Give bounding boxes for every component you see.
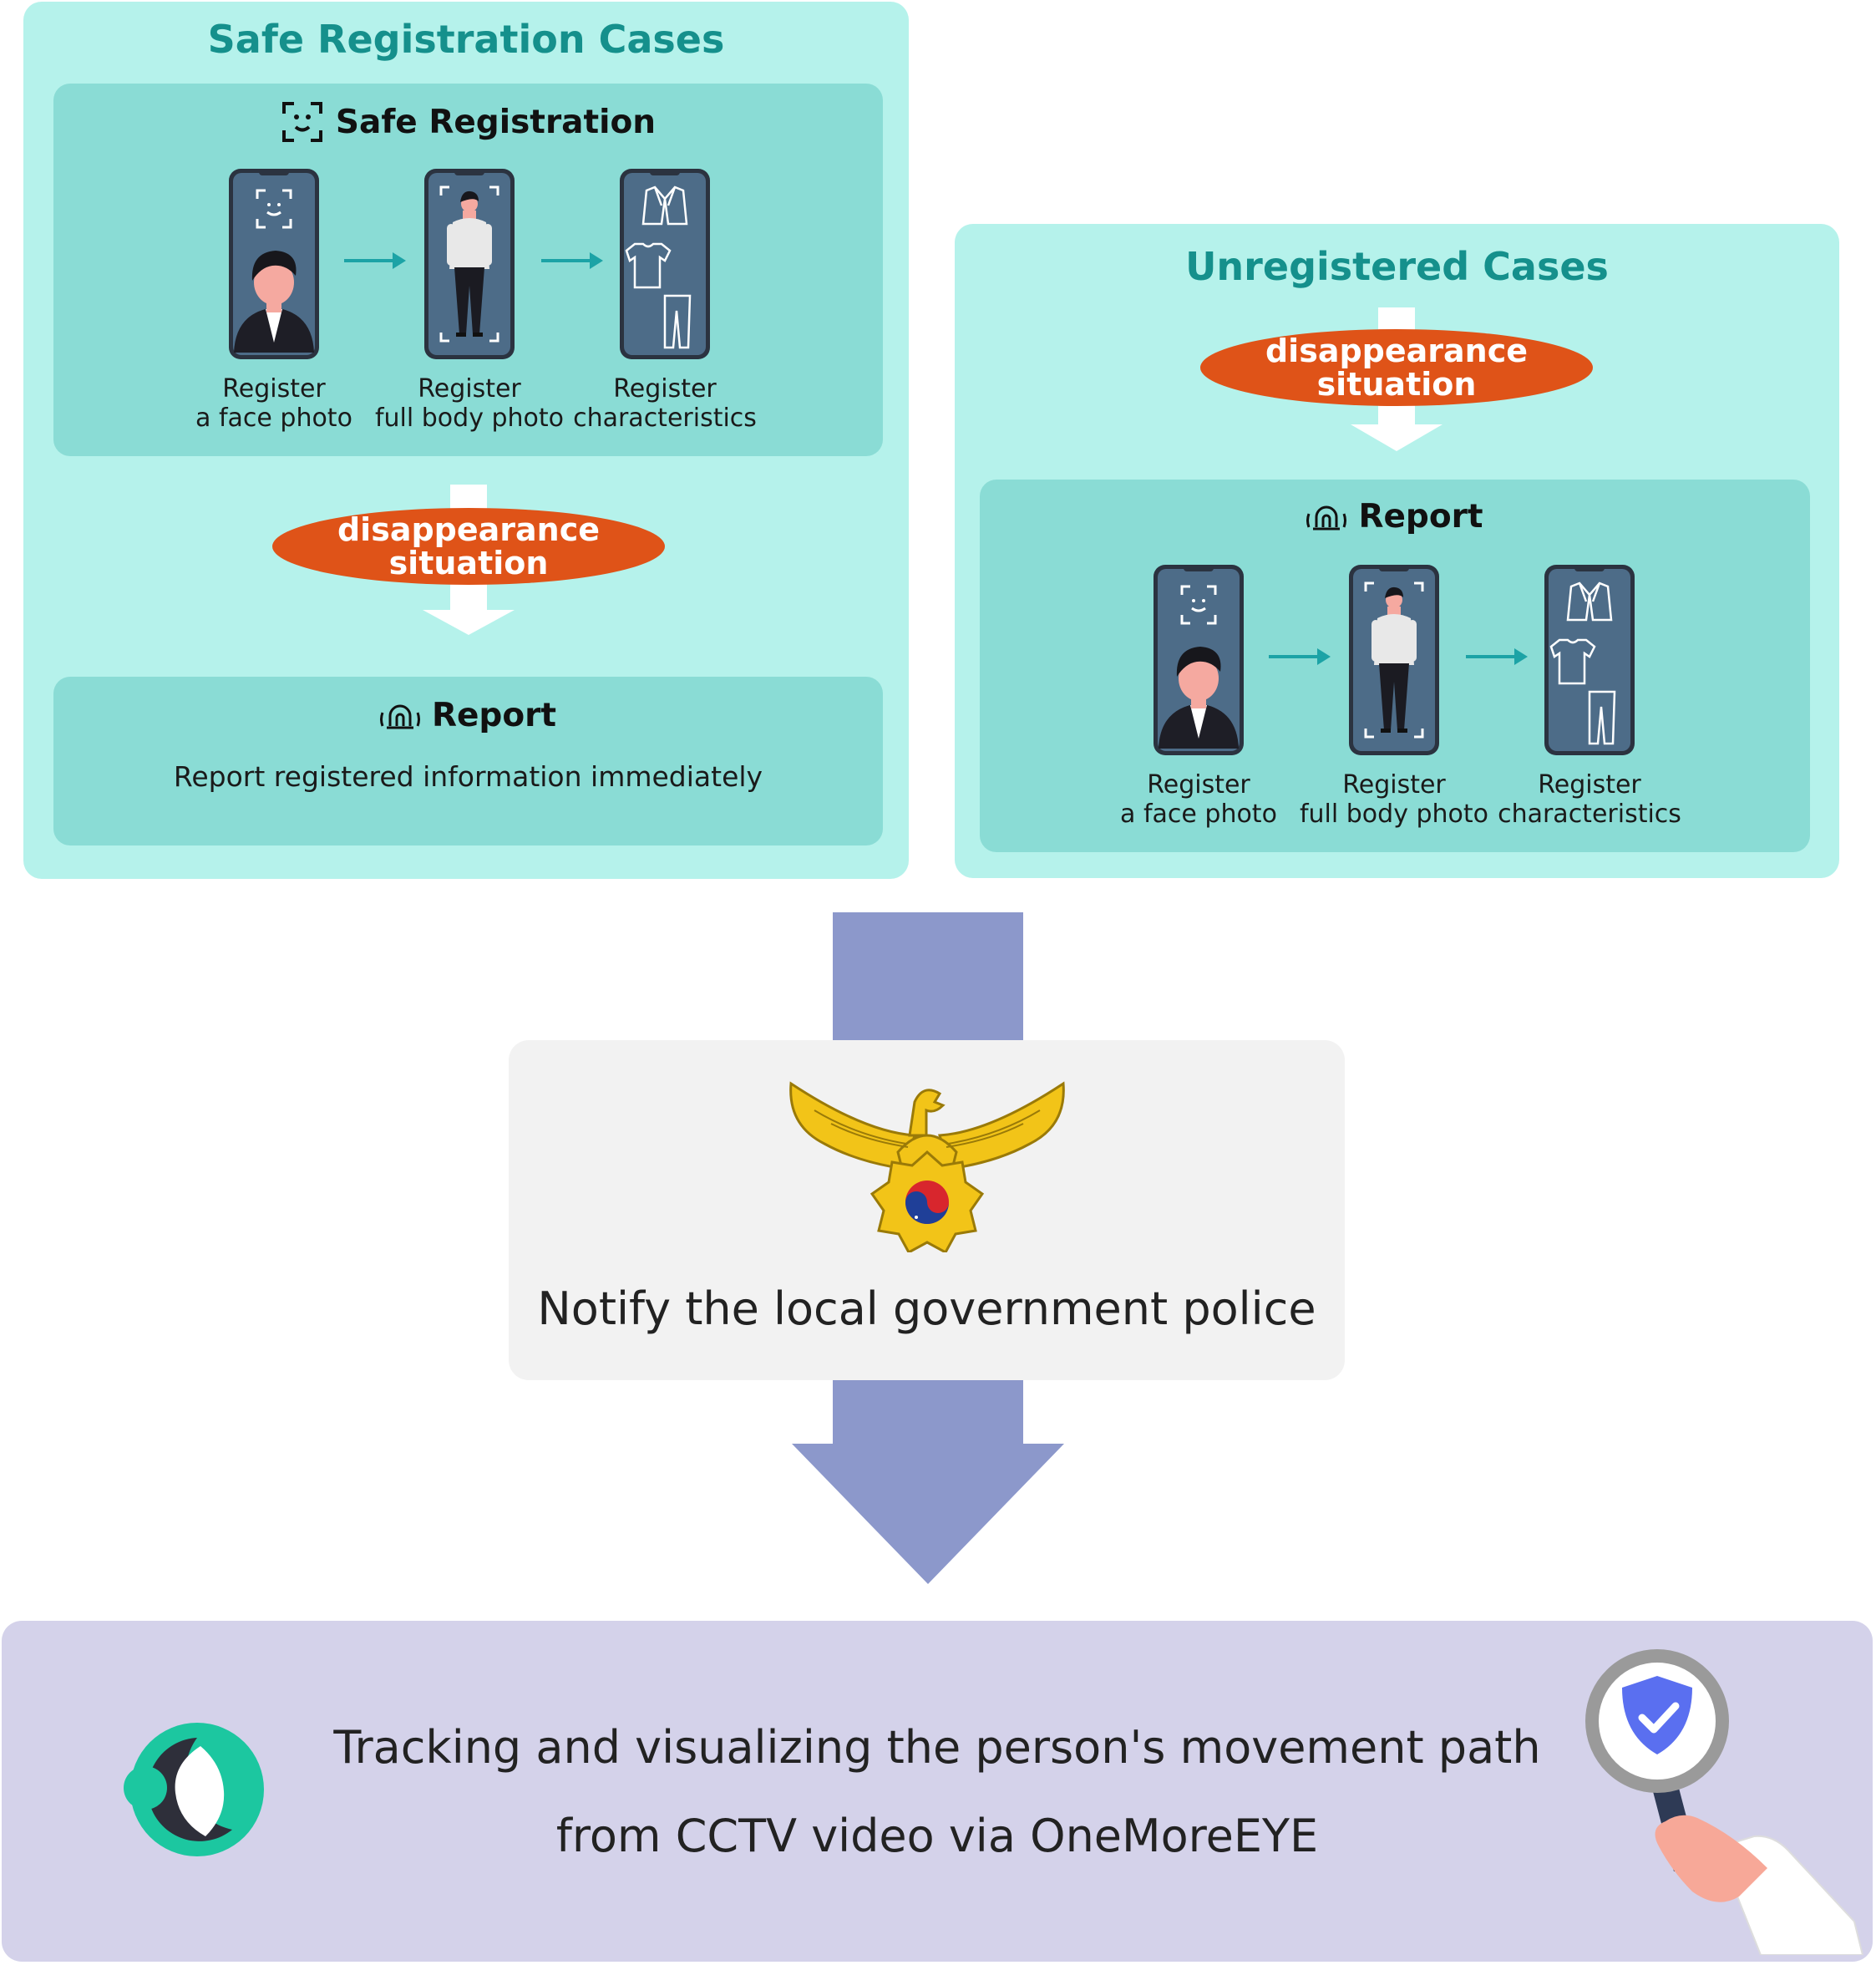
tracking-box: Tracking and visualizing the person's mo…	[2, 1621, 1873, 1962]
safe-registration-title: Safe Registration Cases	[207, 17, 725, 62]
step-label-characteristics: Register characteristics	[1498, 770, 1681, 829]
safe-registration-box: Safe Registration Register a face photo …	[53, 84, 883, 456]
step-label-body: Register full body photo	[374, 374, 565, 433]
safe-report-heading: Report	[53, 697, 883, 734]
disappearance-situation-pill: disappearance situation	[272, 508, 665, 585]
police-notify-text: Notify the local government police	[537, 1282, 1316, 1335]
flow-arrow-icon	[541, 252, 603, 269]
flow-arrow-icon	[1269, 648, 1331, 665]
siren-icon	[1306, 505, 1347, 530]
magnifier-shield-check-icon	[1585, 1649, 1864, 1955]
tracking-line-1: Tracking and visualizing the person's mo…	[333, 1721, 1541, 1774]
big-down-arrow-top	[833, 912, 1023, 1046]
unregistered-panel: Unregistered Cases disappearance situati…	[955, 224, 1839, 878]
unregistered-report-heading: Report	[980, 498, 1810, 536]
unregistered-title: Unregistered Cases	[1185, 244, 1609, 289]
big-down-arrow-bottom	[792, 1377, 1064, 1584]
safe-registration-label: Safe Registration	[335, 103, 657, 141]
flow-arrow-icon	[344, 252, 406, 269]
tracking-line-2: from CCTV video via OneMoreEYE	[555, 1810, 1319, 1862]
unregistered-report-box: Report Register a face photo Register fu…	[980, 480, 1810, 852]
step-label-face: Register a face photo	[1120, 770, 1277, 829]
full-body-phone-icon	[1349, 565, 1439, 755]
report-description: Report registered information immediatel…	[173, 760, 763, 793]
onemoreeye-logo-icon	[124, 1723, 264, 1856]
characteristics-phone-icon	[620, 169, 710, 359]
police-notification-box: Notify the local government police	[509, 1040, 1345, 1380]
step-label-face: Register a face photo	[195, 374, 352, 433]
face-scan-icon	[281, 102, 322, 142]
siren-icon	[379, 704, 420, 729]
safe-registration-panel: Safe Registration Cases Safe Registratio…	[23, 2, 909, 879]
face-photo-phone-icon	[229, 169, 319, 359]
characteristics-phone-icon	[1544, 565, 1635, 755]
safe-report-box: Report Report registered information imm…	[53, 677, 883, 845]
full-body-phone-icon	[424, 169, 515, 359]
step-label-body: Register full body photo	[1299, 770, 1489, 829]
flow-arrow-icon	[1466, 648, 1528, 665]
face-photo-phone-icon	[1153, 565, 1244, 755]
police-eagle-emblem-icon	[789, 1081, 1065, 1252]
disappearance-situation-pill: disappearance situation	[1200, 329, 1593, 406]
safe-registration-heading: Safe Registration	[53, 100, 883, 144]
step-label-characteristics: Register characteristics	[573, 374, 757, 433]
